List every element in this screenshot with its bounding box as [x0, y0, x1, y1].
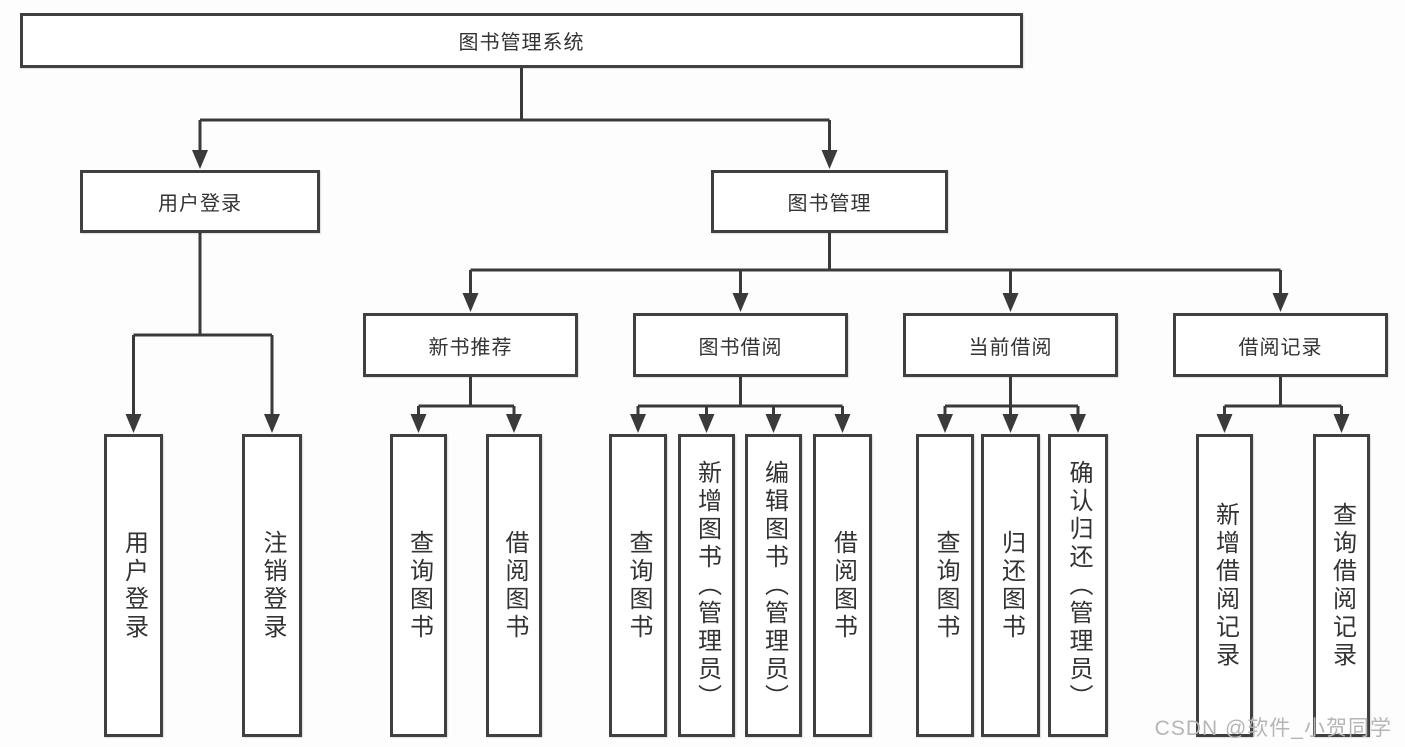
leaf-confirm-return-admin: 确认归还（管理员） — [1048, 434, 1108, 737]
leaf-add-book-admin: 新增图书（管理员） — [678, 434, 735, 737]
node-book-borrowing-label: 图书借阅 — [698, 336, 783, 359]
leaf-return-book: 归还图书 — [981, 434, 1040, 737]
leaf-query-books-recommend: 查询图书 — [390, 434, 447, 737]
node-book-borrowing: 图书借阅 — [633, 313, 848, 377]
node-current-borrowing-label: 当前借阅 — [968, 336, 1053, 359]
leaf-add-borrow-record: 新增借阅记录 — [1196, 434, 1253, 737]
node-borrowing-records: 借阅记录 — [1173, 313, 1388, 377]
node-book-management-label: 图书管理 — [787, 193, 872, 215]
watermark: CSDN @软件_小贺同学 — [1154, 717, 1392, 740]
leaf-query-borrow-record: 查询借阅记录 — [1313, 434, 1370, 737]
node-new-book-recommendation-label: 新书推荐 — [428, 336, 513, 359]
leaf-query-books-borrowing: 查询图书 — [609, 434, 667, 737]
node-root: 图书管理系统 — [20, 13, 1023, 68]
node-book-management: 图书管理 — [711, 170, 948, 233]
node-user-login-label: 用户登录 — [158, 193, 242, 215]
leaf-borrow-books-borrowing: 借阅图书 — [813, 434, 872, 737]
leaf-user-login: 用户登录 — [104, 434, 163, 737]
node-new-book-recommendation: 新书推荐 — [363, 313, 578, 377]
leaf-edit-book-admin: 编辑图书（管理员） — [745, 434, 802, 737]
leaf-query-books-current: 查询图书 — [916, 434, 974, 737]
leaf-logout: 注销登录 — [242, 434, 302, 737]
leaf-borrow-books-recommend: 借阅图书 — [486, 434, 542, 737]
node-borrowing-records-label: 借阅记录 — [1238, 336, 1323, 359]
node-root-label: 图书管理系统 — [458, 32, 585, 54]
node-current-borrowing: 当前借阅 — [903, 313, 1118, 377]
node-user-login: 用户登录 — [80, 170, 320, 233]
